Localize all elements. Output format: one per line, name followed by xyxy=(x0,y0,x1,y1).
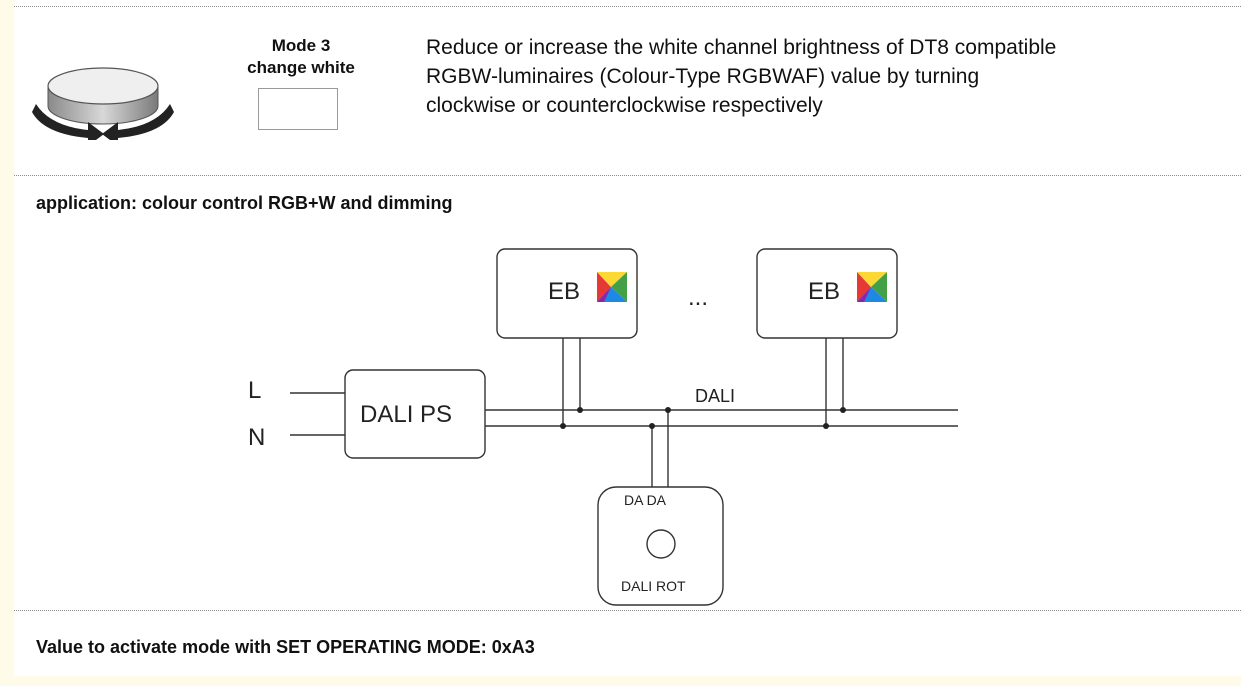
description-line: Reduce or increase the white channel bri… xyxy=(426,36,1057,59)
mode-description: Reduce or increase the white channel bri… xyxy=(426,33,1238,120)
ellipsis-label: ... xyxy=(688,284,708,311)
mode-title-block: Mode 3 change white xyxy=(212,35,390,79)
ballast-label: EB xyxy=(808,278,840,305)
rgb-colour-icon xyxy=(857,272,887,302)
application-heading: application: colour control RGB+W and di… xyxy=(36,193,453,213)
section-divider xyxy=(14,175,1241,176)
neutral-label: N xyxy=(248,424,265,451)
device-label: DALI ROT xyxy=(621,578,686,594)
description-line: RGBW-luminaires (Colour-Type RGBWAF) val… xyxy=(426,65,980,88)
power-supply-label: DALI PS xyxy=(360,401,452,428)
ballast-label: EB xyxy=(548,278,580,305)
top-divider xyxy=(14,6,1241,7)
mode-value-box xyxy=(258,88,338,130)
bottom-margin-strip xyxy=(0,676,1241,686)
footer-divider xyxy=(14,610,1241,611)
mode-number: Mode 3 xyxy=(271,36,331,55)
rotary-knob-icon xyxy=(32,67,174,140)
device-terminals-label: DA DA xyxy=(624,492,667,508)
left-margin-strip xyxy=(0,0,14,686)
mode-subtitle: change white xyxy=(247,58,355,77)
activation-note: Value to activate mode with SET OPERATIN… xyxy=(36,637,535,657)
bus-label: DALI xyxy=(695,386,735,406)
line-label: L xyxy=(248,377,261,404)
description-line: clockwise or counterclockwise respective… xyxy=(426,94,823,117)
rgb-colour-icon xyxy=(597,272,627,302)
